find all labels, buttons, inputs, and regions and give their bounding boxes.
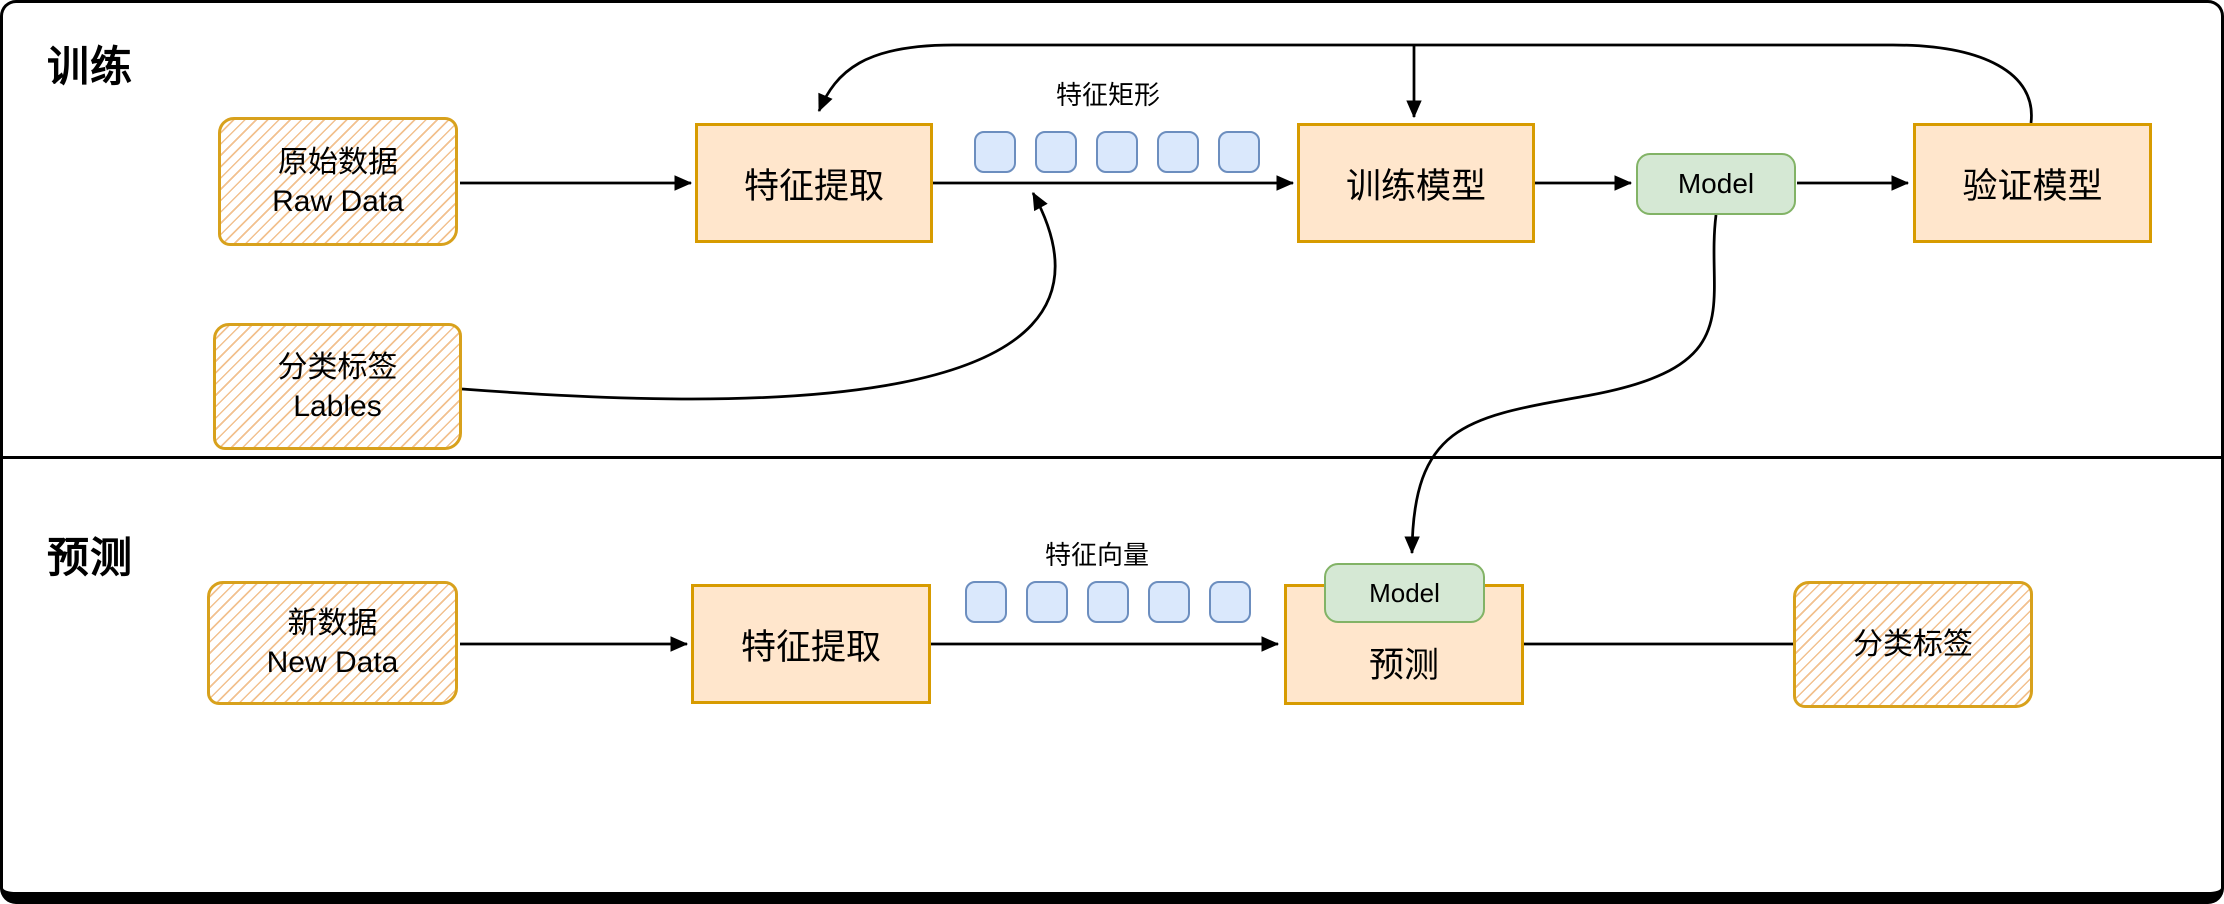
class-labels-output-label: 分类标签 xyxy=(1853,628,1973,661)
feature-squares-predict xyxy=(965,581,1251,623)
arrow-validate-feedback-to-feature-extraction xyxy=(817,43,2033,124)
validate-model-box: 验证模型 xyxy=(1913,123,2152,243)
feature-extraction-predict-box: 特征提取 xyxy=(691,584,931,704)
predict-label: 预测 xyxy=(1368,646,1439,685)
section-divider xyxy=(3,456,2221,459)
feature-square xyxy=(1087,581,1129,623)
train-model-label: 训练模型 xyxy=(1345,166,1486,206)
feature-squares-train xyxy=(974,131,1260,173)
arrow-labels-to-feature-arrow xyxy=(461,192,1057,401)
arrow-model-to-prediction-model xyxy=(1404,214,1718,555)
model-badge-train-label: Model xyxy=(1677,168,1755,199)
feature-square xyxy=(1218,131,1260,173)
feature-extraction-train-label: 特征提取 xyxy=(743,166,884,206)
class-labels-output-box: 分类标签 xyxy=(1793,581,2033,708)
model-badge-train: Model xyxy=(1636,153,1796,215)
raw-data-label-en: Raw Data xyxy=(272,184,404,218)
new-data-label-cn: 新数据 xyxy=(287,607,378,640)
feature-square xyxy=(1148,581,1190,623)
feature-square xyxy=(1096,131,1138,173)
feature-matrix-label: 特征矩形 xyxy=(1055,80,1160,110)
validate-model-label: 验证模型 xyxy=(1962,166,2103,206)
raw-data-label-cn: 原始数据 xyxy=(278,145,398,179)
feature-extraction-predict-label: 特征提取 xyxy=(740,627,881,667)
class-labels-train-en: Lables xyxy=(293,389,382,423)
feature-square xyxy=(1026,581,1068,623)
feature-extraction-train-box: 特征提取 xyxy=(695,123,933,243)
connector-layer xyxy=(460,43,2033,652)
feature-square xyxy=(1157,131,1199,173)
feature-square xyxy=(974,131,1016,173)
feature-square xyxy=(1209,581,1251,623)
model-badge-predict-label: Model xyxy=(1369,577,1440,608)
model-badge-predict: Model xyxy=(1324,563,1485,623)
prediction-section-title: 预测 xyxy=(47,534,134,581)
feature-square xyxy=(965,581,1007,623)
training-section-title: 训练 xyxy=(47,43,134,90)
feature-square xyxy=(1035,131,1077,173)
feature-vector-label: 特征向量 xyxy=(1044,540,1149,570)
new-data-label-en: New Data xyxy=(266,646,399,679)
class-labels-train-cn: 分类标签 xyxy=(277,350,398,384)
train-model-box: 训练模型 xyxy=(1297,123,1535,243)
class-labels-train-box: 分类标签 Lables xyxy=(213,323,462,450)
raw-data-box: 原始数据 Raw Data xyxy=(218,117,458,246)
new-data-box: 新数据 New Data xyxy=(207,581,458,705)
